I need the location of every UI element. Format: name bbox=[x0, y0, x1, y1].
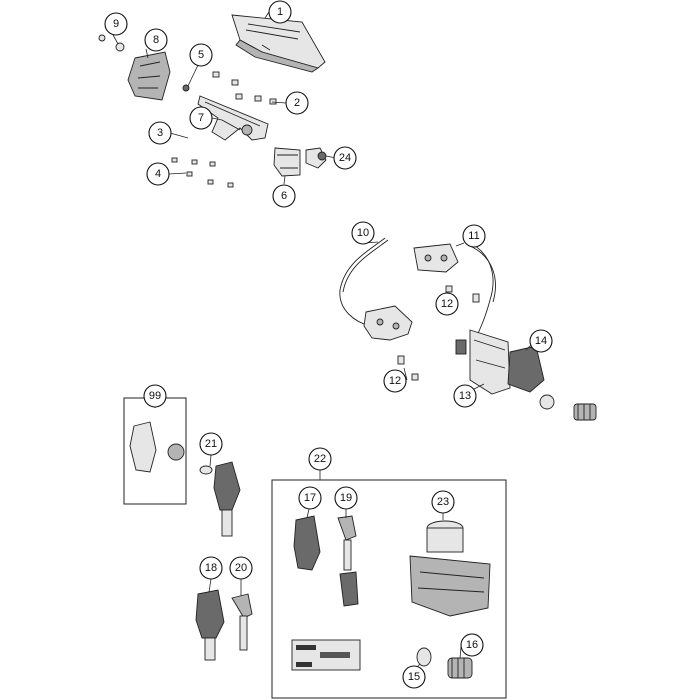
callout-11-label: 11 bbox=[468, 230, 479, 242]
callout-16-label: 16 bbox=[466, 639, 478, 651]
callout-24-label: 24 bbox=[339, 152, 351, 164]
callout-6-label: 6 bbox=[281, 190, 287, 202]
callout-10-label: 10 bbox=[357, 227, 369, 239]
bolts-part bbox=[397, 285, 480, 381]
callout-19-label: 19 bbox=[340, 492, 352, 504]
lock-cylinder-part bbox=[573, 403, 597, 421]
callout-20-label: 20 bbox=[235, 562, 247, 574]
lock-bracket-right-part bbox=[413, 243, 459, 273]
connector-plug-part bbox=[455, 339, 467, 355]
callout-2-label: 2 bbox=[294, 97, 300, 109]
callout-13-label: 13 bbox=[459, 390, 471, 402]
callout-1-label: 1 bbox=[277, 6, 283, 18]
callout-12-top: 12 bbox=[435, 292, 459, 316]
connector-part bbox=[305, 147, 327, 169]
blank-key-part bbox=[231, 593, 253, 651]
callout-7-label: 7 bbox=[198, 112, 204, 124]
callout-1: 1 bbox=[268, 0, 292, 24]
lock-set-frame bbox=[271, 479, 507, 699]
callout-9-label: 9 bbox=[113, 18, 119, 30]
cover-cap-part bbox=[127, 51, 171, 101]
callout-14-label: 14 bbox=[535, 335, 547, 347]
leader-lines bbox=[111, 11, 532, 670]
screw-part bbox=[182, 84, 190, 92]
key-blade-part bbox=[337, 515, 357, 571]
callout-12-top-label: 12 bbox=[441, 298, 453, 310]
remote-key-part bbox=[293, 515, 321, 571]
callout-3: 3 bbox=[148, 121, 172, 145]
callout-15: 15 bbox=[402, 665, 426, 689]
ring-part bbox=[539, 394, 555, 410]
callout-12-bottom: 12 bbox=[383, 369, 407, 393]
lock-bracket-left-part bbox=[363, 305, 413, 341]
master-key-part bbox=[195, 589, 225, 661]
callout-9: 9 bbox=[104, 12, 128, 36]
callout-8: 8 bbox=[144, 28, 168, 52]
callout-8-label: 8 bbox=[153, 34, 159, 46]
key-ring-part bbox=[199, 465, 213, 475]
callout-5-label: 5 bbox=[198, 49, 204, 61]
callout-22-label: 22 bbox=[314, 453, 326, 465]
callout-4-label: 4 bbox=[155, 168, 161, 180]
callout-18: 18 bbox=[199, 556, 223, 580]
callout-24: 24 bbox=[333, 146, 357, 170]
instrument-cluster-part bbox=[231, 14, 326, 73]
callout-7: 7 bbox=[189, 106, 213, 130]
key-fob-part bbox=[339, 571, 359, 607]
callout-18-label: 18 bbox=[205, 562, 217, 574]
callout-19: 19 bbox=[334, 486, 358, 510]
callout-4: 4 bbox=[146, 162, 170, 186]
callout-20: 20 bbox=[229, 556, 253, 580]
callout-14: 14 bbox=[529, 329, 553, 353]
callout-99: 99 bbox=[143, 384, 167, 408]
callout-16: 16 bbox=[460, 633, 484, 657]
cylinder-part bbox=[447, 657, 473, 679]
callout-12-bottom-label: 12 bbox=[389, 375, 401, 387]
gasket-part bbox=[416, 647, 432, 667]
key-fob-shell-part bbox=[129, 421, 185, 473]
lock-housing-part bbox=[469, 329, 511, 395]
callout-6: 6 bbox=[272, 184, 296, 208]
callout-2: 2 bbox=[285, 91, 309, 115]
seat-lock-cover-part bbox=[507, 345, 545, 393]
callout-11: 11 bbox=[462, 224, 486, 248]
callout-21: 21 bbox=[199, 432, 223, 456]
clamp-part bbox=[273, 147, 301, 177]
cluster-bolts-part bbox=[212, 71, 277, 105]
label-card-part bbox=[291, 639, 361, 671]
callout-17: 17 bbox=[298, 486, 322, 510]
small-screws-part bbox=[171, 157, 234, 188]
callout-15-label: 15 bbox=[408, 671, 420, 683]
callout-5: 5 bbox=[189, 43, 213, 67]
ignition-lock-part bbox=[409, 520, 491, 617]
callout-10: 10 bbox=[351, 221, 375, 245]
callout-22: 22 bbox=[308, 447, 332, 471]
cable-harness-part bbox=[339, 237, 496, 341]
nut-part bbox=[98, 34, 125, 52]
callout-23: 23 bbox=[431, 490, 455, 514]
callout-99-label: 99 bbox=[149, 390, 161, 402]
ignition-key-part bbox=[213, 461, 241, 537]
callout-3-label: 3 bbox=[157, 127, 163, 139]
callout-21-label: 21 bbox=[205, 438, 217, 450]
callout-13: 13 bbox=[453, 384, 477, 408]
callout-23-label: 23 bbox=[437, 496, 449, 508]
callout-17-label: 17 bbox=[304, 492, 316, 504]
